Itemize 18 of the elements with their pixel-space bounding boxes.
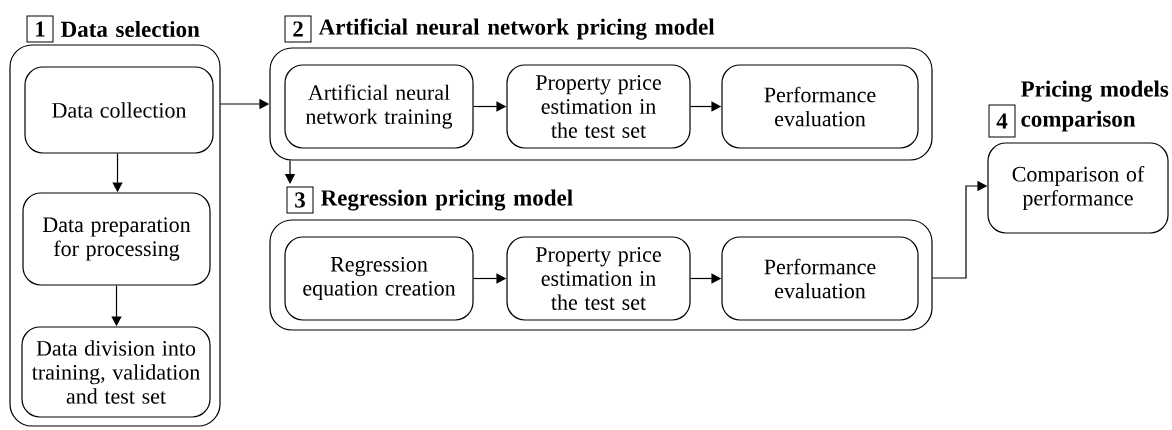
process-box: Performance evaluation: [721, 64, 919, 149]
process-box: Data collection: [24, 66, 214, 154]
process-box: Property price estimation in the test set: [506, 64, 691, 149]
number-box: 2: [284, 15, 312, 43]
group-heading: Pricing models comparison: [1021, 80, 1169, 132]
process-box: Data division into training, validation and test set: [21, 326, 211, 418]
number-box: 4: [988, 104, 1016, 138]
process-box: Regression equation creation: [284, 236, 474, 321]
process-box: Comparison of performance: [987, 142, 1169, 234]
process-box: Performance evaluation: [721, 236, 919, 321]
group-heading: Data selection: [61, 20, 200, 38]
process-box: Property price estimation in the test set: [506, 236, 691, 321]
group-heading: Regression pricing model: [321, 189, 573, 211]
process-box: Data preparation for processing: [22, 192, 211, 286]
number-box: 3: [286, 186, 314, 214]
number-box: 1: [26, 15, 54, 43]
group-heading: Artificial neural network pricing model: [318, 18, 715, 40]
process-box: Artificial neural network training: [284, 64, 474, 149]
